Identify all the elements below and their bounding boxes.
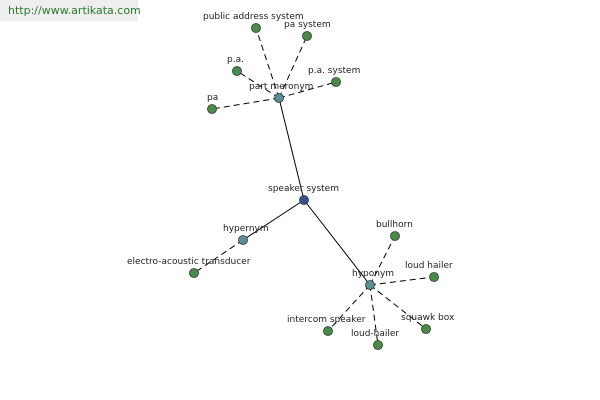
node-hyponym[interactable] [365,280,375,290]
edge-hyponym-loudhailer2 [369,284,379,346]
watermark-url: http://www.artikata.com [0,0,141,21]
node-bullhorn[interactable] [390,231,400,241]
edge-hyponym-bullhorn [369,235,396,286]
node-part_meronym[interactable] [274,93,284,103]
node-center[interactable] [299,195,309,205]
node-pa_sys_dot[interactable] [331,77,341,87]
node-pa_dot[interactable] [232,66,242,76]
edge-hyponym-squawk [369,284,427,330]
node-loudhailer1[interactable] [429,272,439,282]
node-label-pasys: pa system [284,20,331,30]
edge-center-hyponym [303,199,371,286]
node-label-hyponym: hyponym [352,269,394,279]
node-hypernym[interactable] [238,235,248,245]
node-intercom[interactable] [323,326,333,336]
node-pa[interactable] [207,104,217,114]
edge-part_meronym-pasys [278,35,308,99]
node-label-intercom: intercom speaker [287,315,366,325]
node-label-pa_sys_dot: p.a. system [308,66,360,76]
edge-part_meronym-pa [211,97,280,110]
node-label-part_meronym: part meronym [249,82,313,92]
edges-layer [193,27,435,346]
node-loudhailer2[interactable] [373,340,383,350]
edge-hyponym-intercom [327,284,371,332]
node-label-loudhailer2: loud-hailer [351,329,399,339]
node-label-pa_dot: p.a. [227,55,244,65]
nodes-layer [189,23,439,350]
edge-hyponym-loudhailer1 [369,276,435,286]
node-label-eat: electro-acoustic transducer [127,257,251,267]
edge-center-hypernym [242,199,305,241]
node-label-loudhailer1: loud hailer [405,261,453,271]
node-label-squawk: squawk box [401,313,455,323]
node-label-center: speaker system [268,184,339,194]
node-pas[interactable] [251,23,261,33]
node-eat[interactable] [189,268,199,278]
node-squawk[interactable] [421,324,431,334]
node-label-bullhorn: bullhorn [376,220,413,230]
node-label-hypernym: hypernym [223,224,269,234]
edge-center-part_meronym [278,97,305,201]
node-label-pas: public address system [203,12,304,22]
node-pasys[interactable] [302,31,312,41]
edge-part_meronym-pa_dot [236,70,280,99]
node-label-pa: pa [207,93,218,103]
edge-part_meronym-pas [255,27,280,99]
